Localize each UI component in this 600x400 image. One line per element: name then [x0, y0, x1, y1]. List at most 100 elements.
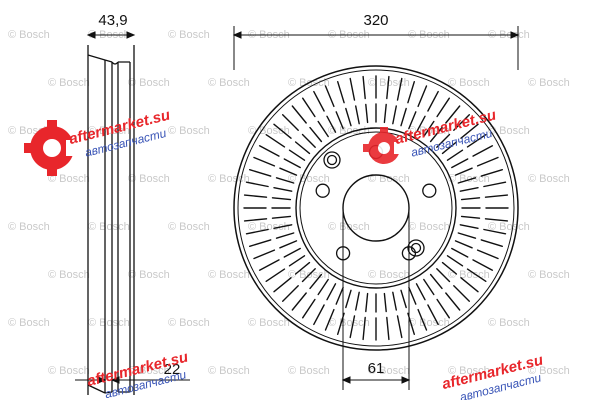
vent-slot: [445, 292, 461, 311]
watermark-text: © Bosch: [368, 173, 410, 185]
vent-slot: [301, 133, 316, 148]
vent-slot: [282, 113, 299, 131]
vent-slot: [400, 107, 407, 127]
vent-slot: [446, 255, 464, 267]
vent-slot: [309, 126, 323, 143]
watermark-text: © Bosch: [288, 173, 330, 185]
vent-slot: [454, 167, 473, 176]
locating-hole: [323, 151, 341, 169]
vent-slot: [441, 141, 458, 155]
vent-slot: [288, 149, 306, 161]
vent-slot: [291, 105, 307, 124]
vent-slot: [271, 197, 292, 201]
vent-slot: [283, 247, 301, 258]
vent-slot: [245, 181, 269, 188]
watermark-text: © Bosch: [528, 269, 570, 281]
locating-hole-inner: [410, 242, 422, 254]
gear-icon: [24, 120, 82, 176]
vent-slot: [400, 289, 407, 309]
watermark-text: © Bosch: [208, 365, 250, 377]
vent-slot: [392, 291, 397, 311]
vent-slot: [472, 145, 494, 157]
vent-slot: [335, 286, 344, 305]
vent-slot: [408, 286, 417, 305]
watermark-text: © Bosch: [128, 77, 170, 89]
vent-slot: [417, 308, 428, 331]
watermark-text: © Bosch: [128, 173, 170, 185]
dimension-label-outer-diameter: 320: [363, 12, 388, 29]
vent-slot: [459, 186, 479, 192]
watermark-text: © Bosch: [88, 317, 130, 329]
vent-slot: [466, 133, 487, 148]
vent-slot: [324, 308, 335, 331]
vent-slot: [253, 156, 276, 167]
vent-slot: [386, 75, 390, 100]
vent-slot: [275, 177, 295, 184]
vent-slot: [459, 224, 479, 230]
vent-slot: [345, 289, 352, 309]
watermark-text: © Bosch: [48, 77, 90, 89]
vent-slot: [392, 105, 397, 125]
vent-slot: [460, 123, 479, 139]
dimension-label-disc-thickness: 22: [164, 361, 181, 378]
vent-slot: [301, 268, 316, 283]
vent-slot: [273, 186, 293, 192]
vent-slot: [484, 218, 509, 222]
vent-slot: [460, 277, 479, 293]
vent-slot: [271, 215, 292, 219]
vent-slot: [273, 123, 292, 139]
vent-slot: [484, 194, 509, 198]
watermark-text: © Bosch: [208, 269, 250, 281]
vent-slot: [349, 315, 356, 339]
vent-slot: [429, 126, 443, 143]
vent-slot: [454, 240, 473, 249]
vent-slot: [417, 85, 428, 108]
vent-slot: [453, 113, 470, 131]
disc-side-view: [87, 45, 135, 395]
watermark-text: © Bosch: [408, 317, 450, 329]
vent-slot: [243, 194, 268, 198]
vent-slot: [451, 247, 469, 258]
watermark-text: © Bosch: [48, 173, 90, 185]
vent-slot: [248, 239, 272, 248]
vent-slot: [436, 133, 451, 148]
vent-slot: [476, 156, 499, 167]
vent-slot: [415, 115, 426, 133]
locating-hole: [407, 239, 425, 257]
vent-slot: [436, 97, 450, 118]
vent-slot: [365, 292, 369, 313]
vent-slot: [429, 273, 443, 290]
vent-slot: [396, 315, 403, 339]
watermark-text: © Bosch: [208, 77, 250, 89]
watermark-text: © Bosch: [208, 173, 250, 185]
vent-slot: [362, 316, 366, 341]
vent-slot: [302, 298, 316, 319]
vent-slot: [451, 158, 469, 169]
vent-slot: [294, 261, 311, 275]
vent-slot: [460, 215, 481, 219]
vent-slot: [383, 292, 387, 313]
vent-slot: [441, 261, 458, 275]
watermark-text: © Bosch: [448, 365, 490, 377]
watermark-text: © Bosch: [328, 317, 370, 329]
vent-slot: [337, 80, 345, 104]
watermark-text: © Bosch: [88, 125, 130, 137]
vent-slot: [365, 103, 369, 124]
vent-slot: [279, 167, 298, 176]
vent-slot: [279, 240, 298, 249]
watermark-text: © Bosch: [168, 29, 210, 41]
dimension-disc-thickness: [75, 376, 190, 384]
vent-slot: [457, 177, 477, 184]
vent-slot: [460, 197, 481, 201]
watermark-text: © Bosch: [368, 269, 410, 281]
vent-slot: [317, 278, 329, 296]
dimension-label-center-bore: 61: [368, 360, 385, 377]
watermark-text: © Bosch: [528, 365, 570, 377]
vent-slot: [265, 133, 286, 148]
watermark-text: © Bosch: [448, 269, 490, 281]
dimension-hub-thickness: [86, 31, 136, 39]
vent-slot: [275, 232, 295, 239]
vent-slot: [273, 277, 292, 293]
vent-slot: [480, 168, 503, 177]
